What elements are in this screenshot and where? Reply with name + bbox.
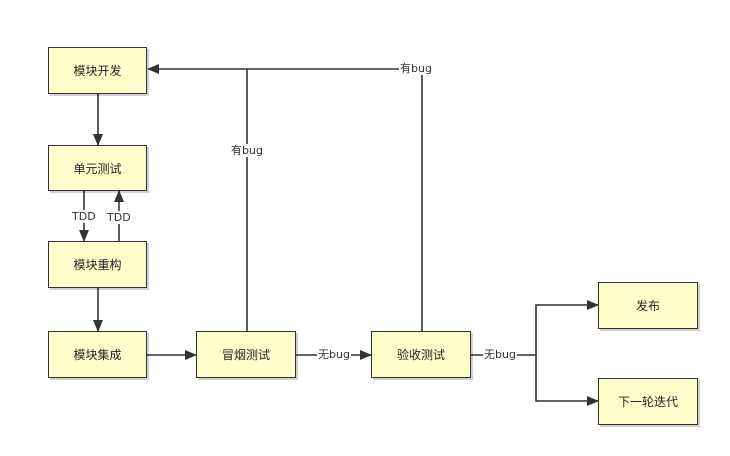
edge-smoke-to-dev <box>147 64 248 331</box>
node-smoke-test[interactable]: 冒烟测试 <box>196 331 296 378</box>
label-smoke-no-bug: 无bug <box>317 348 351 361</box>
node-next-iteration[interactable]: 下一轮迭代 <box>598 378 698 425</box>
label-tdd-down: TDD <box>71 210 97 223</box>
label-acceptance-has-bug: 有bug <box>399 62 433 75</box>
edge-acceptance-to-next-iteration <box>535 355 599 406</box>
label-tdd-up: TDD <box>106 211 132 224</box>
node-release[interactable]: 发布 <box>598 282 698 329</box>
edge-acceptance-to-dev <box>247 68 423 331</box>
label-acceptance-no-bug: 无bug <box>483 348 517 361</box>
node-acceptance-test[interactable]: 验收测试 <box>371 331 471 378</box>
node-module-integration[interactable]: 模块集成 <box>48 331 147 378</box>
node-module-refactor[interactable]: 模块重构 <box>48 241 147 288</box>
label-smoke-has-bug: 有bug <box>230 144 264 157</box>
node-unit-test[interactable]: 单元测试 <box>48 145 147 191</box>
node-module-dev[interactable]: 模块开发 <box>48 47 147 94</box>
